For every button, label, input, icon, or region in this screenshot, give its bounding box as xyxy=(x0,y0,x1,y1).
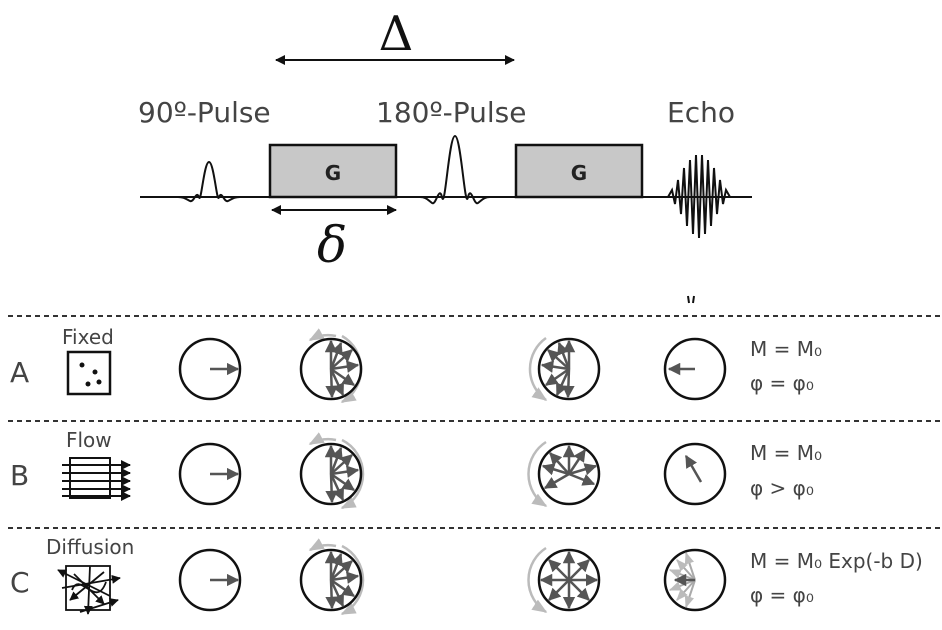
echo-waveform xyxy=(667,154,731,239)
spin-refocusing-circle xyxy=(527,546,601,614)
equation-phase: φ = φ₀ xyxy=(750,371,814,395)
row-c: C Diffusion xyxy=(10,535,923,616)
spin-dephased-circle xyxy=(299,538,365,616)
delta-big-symbol: Δ xyxy=(379,6,414,62)
row-label: Flow xyxy=(66,428,112,452)
gradient-box-1 xyxy=(268,143,398,199)
diffusion-icon xyxy=(57,565,121,615)
pulse-90-label: 90º-Pulse xyxy=(138,96,271,129)
tick-mark xyxy=(687,295,695,304)
gradient-label-1: G xyxy=(325,161,341,185)
pulse-90-waveform xyxy=(177,160,241,203)
row-b: B Flow xyxy=(10,428,822,510)
delta-small-symbol: δ xyxy=(317,216,347,274)
echo-label: Echo xyxy=(667,96,735,129)
equation-phase: φ > φ₀ xyxy=(750,476,814,500)
pulse-180-waveform xyxy=(419,134,491,205)
spin-echo-circle xyxy=(663,337,727,401)
spin-dephased-circle xyxy=(299,432,365,510)
spin-refocusing-circle xyxy=(528,336,601,402)
row-label: Fixed xyxy=(62,325,114,349)
spin-refocusing-circle xyxy=(527,440,601,508)
fixed-icon xyxy=(66,350,112,396)
spin-echo-circle xyxy=(663,548,727,612)
spin-initial-circle xyxy=(178,442,242,506)
row-a: A Fixed xyxy=(10,325,822,404)
row-letter: A xyxy=(10,356,29,389)
equation-magnitude: M = M₀ xyxy=(750,441,822,465)
row-label: Diffusion xyxy=(46,535,134,559)
gradient-box-2 xyxy=(514,143,644,199)
gradient-label-2: G xyxy=(571,161,587,185)
equation-phase: φ = φ₀ xyxy=(750,583,814,607)
spin-echo-circle xyxy=(663,442,727,506)
pulse-180-label: 180º-Pulse xyxy=(376,96,526,129)
row-letter: C xyxy=(10,566,30,599)
equation-magnitude: M = M₀ Exp(-b D) xyxy=(750,549,923,573)
equation-magnitude: M = M₀ xyxy=(750,337,822,361)
spin-initial-circle xyxy=(178,548,242,612)
spin-initial-circle xyxy=(178,337,242,401)
row-letter: B xyxy=(10,459,29,492)
flow-icon xyxy=(62,457,131,501)
spin-dephased-circle xyxy=(299,328,363,404)
